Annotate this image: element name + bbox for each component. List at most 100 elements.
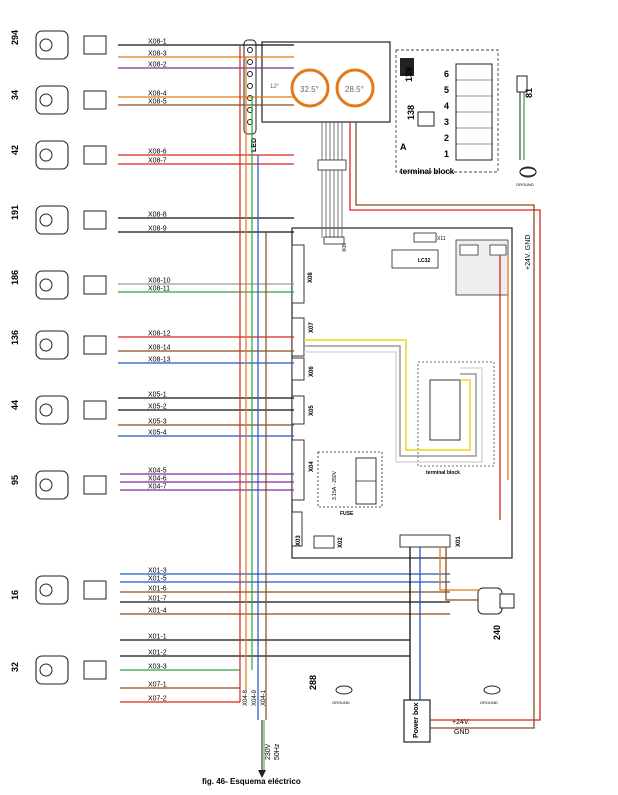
wire-label: X03-3 [148,664,167,671]
svg-text:X04: X04 [309,461,315,472]
wire [304,351,483,463]
ground-label: GROUND [332,700,350,705]
pump-240 [477,587,515,615]
x11-block [413,232,437,243]
ground-label: GROUND [516,182,534,187]
component-number: 32 [10,662,20,672]
wire [304,339,471,451]
power-box-title: Power box [413,702,420,738]
component-number: 294 [10,30,20,45]
wire-label: X01-2 [148,650,167,657]
component-number: 191 [10,205,20,220]
x04-connector: X04 [291,439,315,501]
relay-1 [459,244,479,256]
svg-text:X02: X02 [338,537,344,548]
wire-label: X01-7 [148,596,167,603]
ground-symbol: GROUND [332,685,353,705]
fuse-spec: 3.15A - 250V [332,470,338,500]
device-symbol [35,395,107,425]
component-number: 81 [524,88,534,98]
display-unit: 32.5° 28.5° 12° [261,41,391,123]
wire [349,122,541,721]
terminal-row-3: 3 [444,117,449,127]
mains-input: 230V 50Hz [258,720,281,778]
power-box-gnd: GND [454,729,470,736]
lc32-label: LC32 [418,258,430,264]
terminal-block-title: terminal block [400,167,455,176]
x02-connector: X02 [313,535,344,549]
power-box: Power box +24V. GND [403,699,470,743]
wire-label: X01-3 [148,568,167,575]
svg-text:X01: X01 [456,536,462,547]
wire-label: X08-2 [148,62,167,69]
wire-label-vertical: X04-8 [243,689,249,706]
device-symbol [35,85,107,115]
wire-label: X05-4 [148,430,167,437]
wire-label: X05-3 [148,419,167,426]
terminal-row-2: 2 [444,133,449,143]
wire-label: X08-4 [148,91,167,98]
terminal-row-4: 4 [444,101,449,111]
mains-voltage: 230V [265,743,272,760]
wire [355,122,535,729]
component-symbols: GROUND GROUND GROUND [35,30,537,705]
fuse-label: FUSE [340,511,354,517]
wire-label-vertical: X04-1 [261,689,267,706]
display-temp2: 28.5° [345,85,364,94]
x11-label: X11 [437,236,446,242]
device-symbol [35,655,107,685]
wire-label: X01-4 [148,608,167,615]
lc32-block [391,249,439,269]
wire-label: X08-8 [148,212,167,219]
wire-label: X01-5 [148,576,167,583]
wire-label: X08-11 [148,286,170,293]
power-box-24v: +24V. [452,719,470,726]
x06-connector: X06 [291,357,315,381]
svg-text:X08: X08 [308,272,314,283]
wire-label: X07-1 [148,682,167,689]
wire-label: X08-13 [148,357,171,364]
ground-label: GROUND [480,700,498,705]
figure-caption: fig. 46- Esquema eléctrico [202,777,301,786]
device-symbol [35,140,107,170]
fuse-box: 3.15A - 250V FUSE [317,451,383,517]
mains-frequency: 50Hz [274,743,281,760]
inner-terminal-block: terminal block [417,361,495,476]
x09-label: X09 [342,243,348,252]
wire-label: X05-1 [148,392,167,399]
led-label: LED [251,138,258,152]
wire-label: X08-14 [148,345,171,352]
led-strip: LED [243,39,258,152]
component-number: 139 [404,67,414,82]
terminal-row-1: 1 [444,149,449,159]
display-temp1: 32.5° [300,85,319,94]
svg-text:X03: X03 [296,535,302,546]
device-symbol [35,575,107,605]
component-number: 136 [10,330,20,345]
component-number: 44 [10,400,20,410]
component-number: 186 [10,270,20,285]
x01-connector: X01 [399,534,462,548]
device-symbol [35,330,107,360]
wire [445,547,478,601]
component-number: 95 [10,475,20,485]
comp-138-symbol [417,111,435,127]
wire-label: X08-5 [148,99,167,106]
wire-label: X04-5 [148,468,167,475]
wire-label: X08-6 [148,149,167,156]
wire-label-vertical: X04-9 [252,689,258,706]
device-symbol [35,270,107,300]
ribbon-cable [317,122,347,238]
supply-label: +24V. GND [525,235,532,270]
ground-symbol: GROUND [480,685,501,705]
wire [304,345,477,457]
wire-label: X08-10 [148,278,171,285]
terminal-block-main: 6 5 4 3 2 1 terminal block A [395,49,499,176]
wire-labels: X08-1X08-3X08-2X08-4X08-5X08-6X08-7X08-8… [148,39,267,707]
device-symbol [35,205,107,235]
relay-2 [489,244,507,256]
component-number: 138 [406,105,416,120]
